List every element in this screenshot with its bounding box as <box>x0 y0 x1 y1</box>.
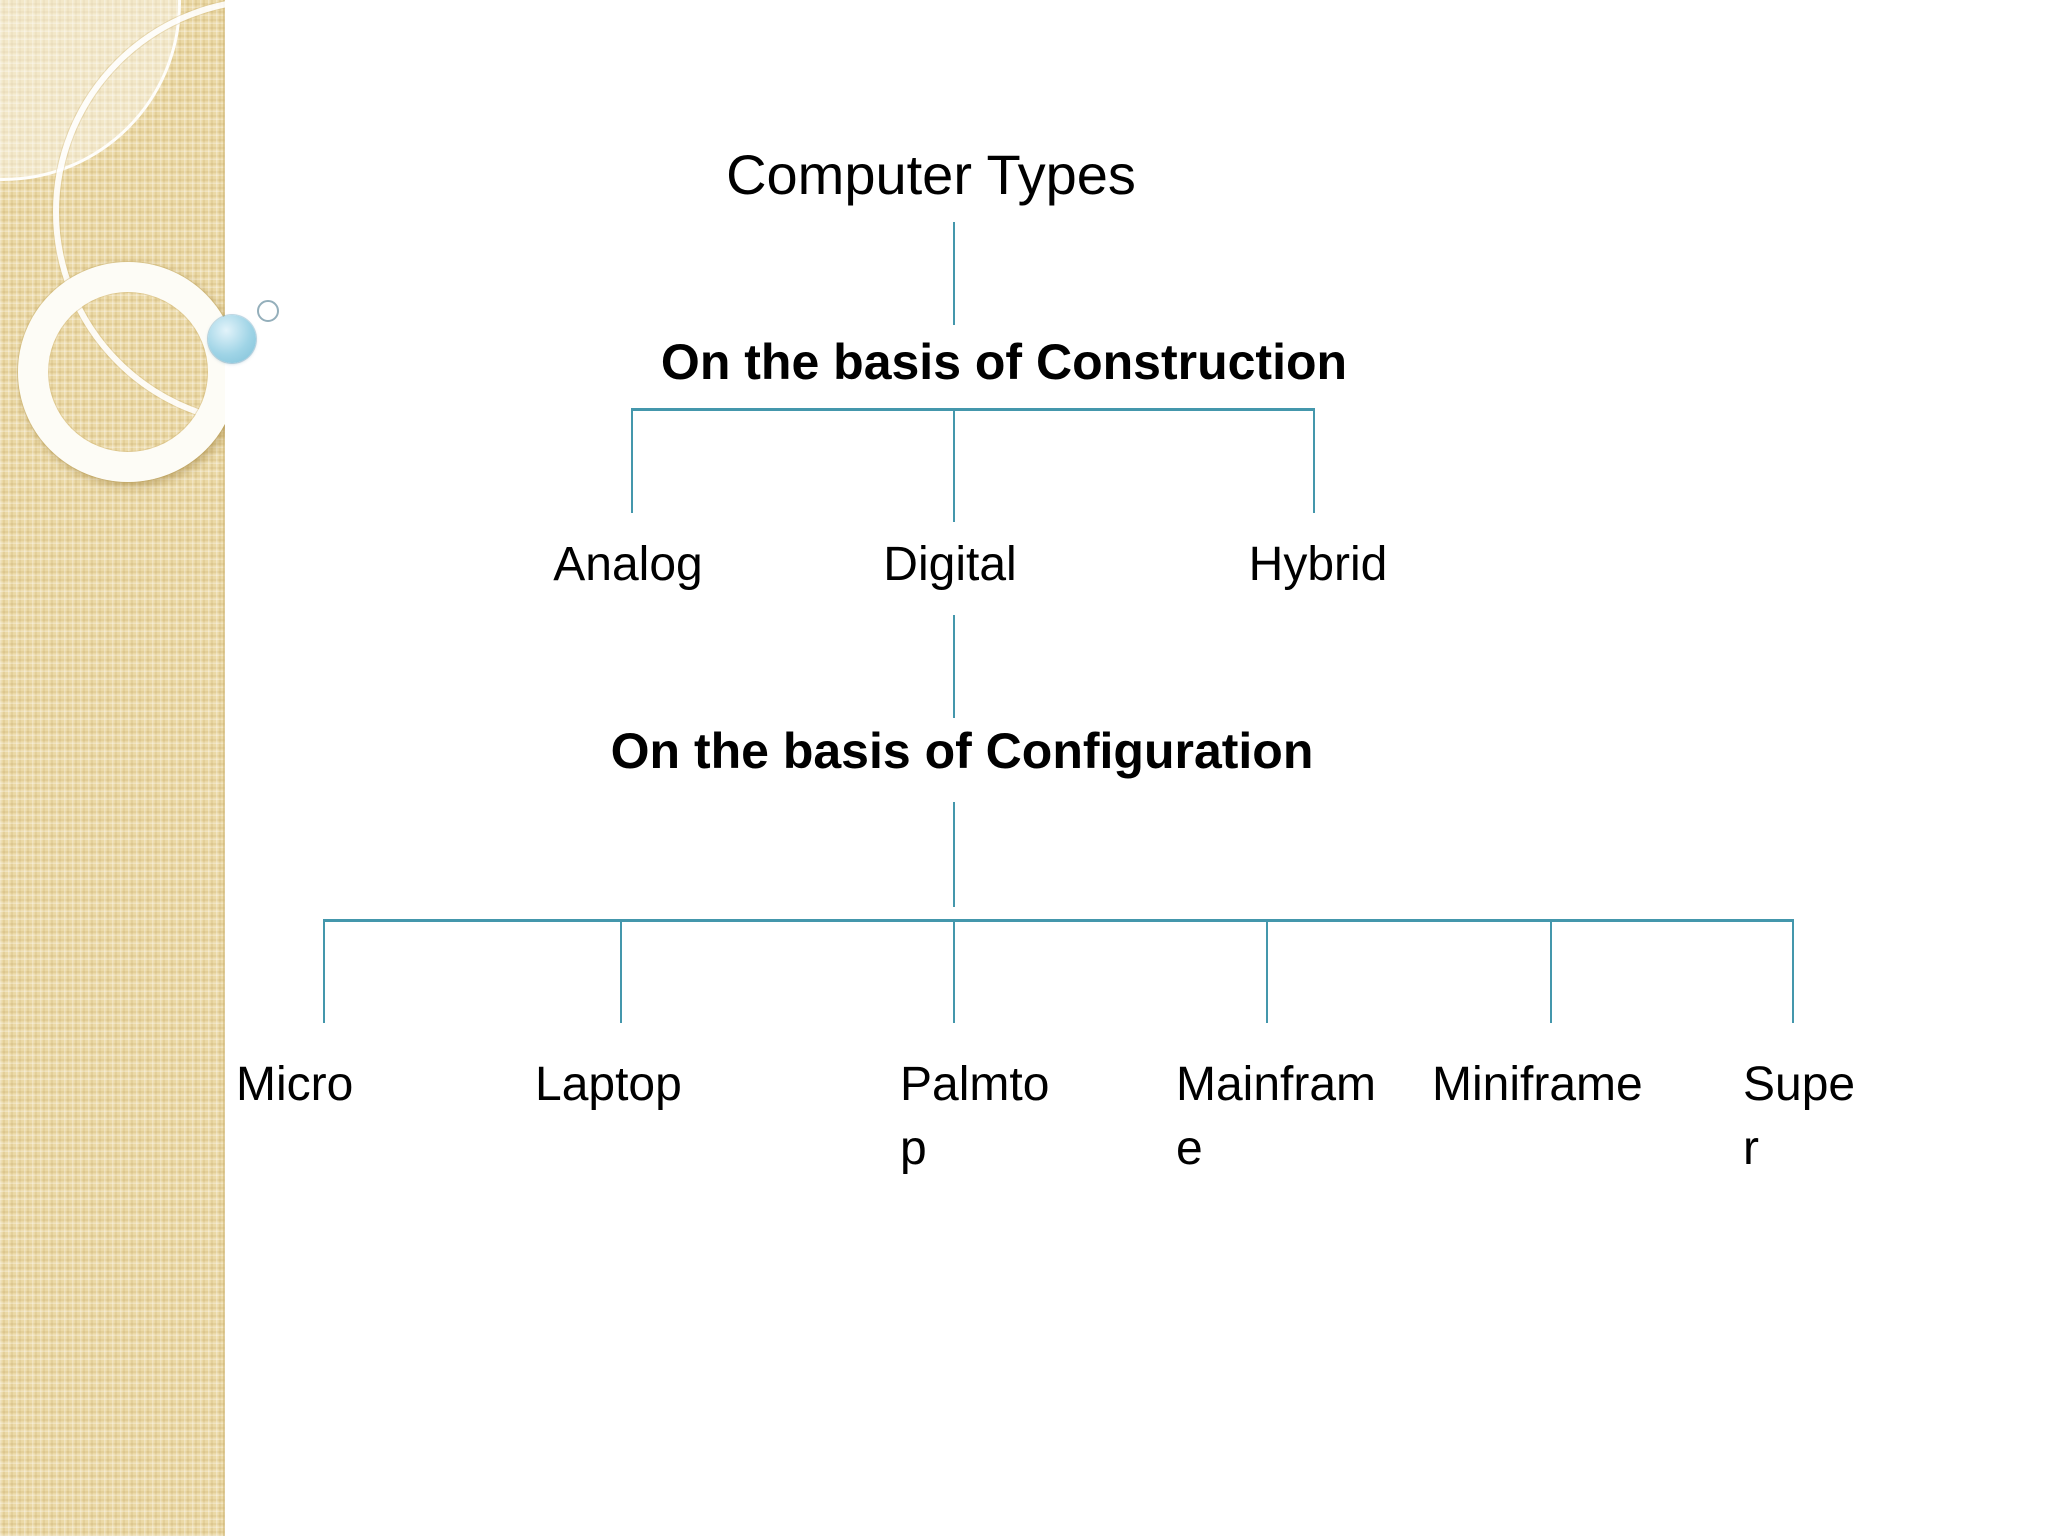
node-palmtop-line2: p <box>900 1121 927 1175</box>
node-super: Supe r <box>1743 1053 1855 1181</box>
heading-basis-of-configuration: On the basis of Configuration <box>610 723 1314 779</box>
node-mainframe-line2: e <box>1176 1121 1203 1175</box>
configuration-branch-palmtop-line <box>953 919 955 1023</box>
diagram-root-title: Computer Types <box>726 143 1136 206</box>
connector-configuration-to-bracket <box>953 802 955 907</box>
node-laptop: Laptop <box>535 1053 682 1117</box>
configuration-branch-laptop-line <box>620 919 622 1023</box>
node-palmtop: Palmto p <box>900 1053 1049 1181</box>
node-miniframe-line1: Miniframe <box>1432 1058 1643 1111</box>
node-super-line2: r <box>1743 1121 1759 1175</box>
node-mainframe: Mainfram e <box>1176 1053 1376 1181</box>
small-ring-decoration <box>257 300 279 322</box>
configuration-branch-super-line <box>1792 919 1794 1023</box>
connector-title-to-construction <box>953 222 955 325</box>
node-super-line1: Supe <box>1743 1058 1856 1111</box>
node-micro-line1: Micro <box>236 1058 354 1111</box>
thick-ring-decoration <box>18 262 225 482</box>
configuration-branch-miniframe-line <box>1550 919 1552 1023</box>
configuration-bracket-horizontal <box>324 919 1793 922</box>
configuration-branch-mainframe-line <box>1266 919 1268 1023</box>
construction-branch-digital-line <box>953 408 955 522</box>
construction-branch-hybrid-line <box>1313 408 1315 513</box>
heading-basis-of-construction: On the basis of Construction <box>660 334 1348 390</box>
node-mainframe-line1: Mainfram <box>1176 1058 1377 1111</box>
node-laptop-line1: Laptop <box>535 1058 682 1111</box>
node-hybrid: Hybrid <box>1248 538 1388 591</box>
decorative-sidebar <box>0 0 225 1536</box>
blue-ball-decoration <box>208 315 256 363</box>
configuration-branch-micro-line <box>323 919 325 1023</box>
node-palmtop-line1: Palmto <box>900 1058 1050 1111</box>
node-analog: Analog <box>553 538 703 591</box>
construction-branch-analog-line <box>631 408 633 513</box>
node-digital: Digital <box>883 538 1017 591</box>
connector-digital-to-configuration <box>953 615 955 718</box>
node-miniframe: Miniframe <box>1432 1053 1643 1117</box>
node-micro: Micro <box>236 1053 353 1117</box>
construction-bracket-horizontal <box>632 408 1314 411</box>
